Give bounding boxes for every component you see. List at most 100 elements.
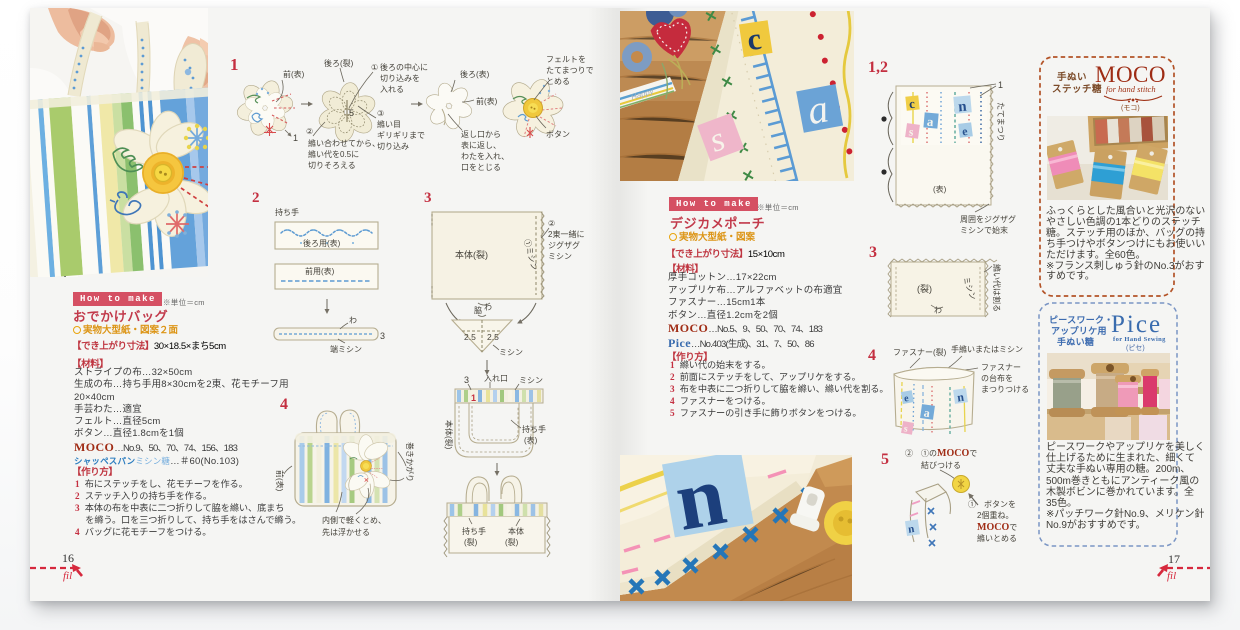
svg-text:n: n (956, 390, 965, 405)
svg-text:アップリケ用: アップリケ用 (1051, 325, 1107, 336)
svg-text:e: e (961, 124, 969, 139)
svg-text:c: c (745, 21, 764, 58)
svg-text:② ①のMOCOで: ② ①のMOCOで (905, 448, 977, 459)
svg-text:s: s (903, 423, 909, 435)
svg-text:ミシン: ミシン (519, 376, 543, 385)
svg-text:結びつける: 結びつける (921, 460, 961, 470)
svg-text:周囲をジグザグ: 周囲をジグザグ (960, 214, 1016, 224)
svg-text:c: c (908, 96, 916, 112)
svg-text:ミシンで始末: ミシンで始末 (960, 225, 1008, 235)
svg-text:5: 5 (881, 451, 889, 468)
svg-text:後ろの中心に: 後ろの中心に (380, 62, 428, 72)
svg-text:(表): (表) (933, 184, 947, 194)
svg-text:ファスナー(裂): ファスナー(裂) (893, 347, 947, 357)
svg-text:2東一緒に: 2東一緒に (548, 229, 584, 239)
svg-text:本体(裂): 本体(裂) (444, 420, 454, 450)
svg-text:1: 1 (998, 80, 1003, 90)
svg-text:内側で軽くとめ、: 内側で軽くとめ、 (322, 515, 386, 525)
svg-text:①: ① (371, 63, 378, 72)
svg-text:3: 3 (380, 331, 385, 341)
svg-text:2.5: 2.5 (464, 332, 476, 342)
svg-text:まつりつける: まつりつける (981, 385, 1029, 394)
svg-text:a: a (926, 114, 934, 130)
svg-text:ジグザグ: ジグザグ (548, 240, 580, 250)
svg-text:for hand stitch: for hand stitch (1106, 84, 1156, 94)
svg-text:手ぬい糖: 手ぬい糖 (1057, 336, 1094, 347)
svg-text:先は浮かせる: 先は浮かせる (322, 527, 370, 537)
svg-text:表に返し、: 表に返し、 (461, 140, 501, 150)
svg-text:1,2: 1,2 (868, 59, 888, 76)
svg-text:ミシン: ミシン (548, 252, 572, 261)
svg-text:2: 2 (252, 190, 260, 206)
svg-text:たてまつり: たてまつり (996, 102, 1005, 142)
svg-text:3: 3 (464, 375, 469, 385)
svg-text:とめる: とめる (546, 77, 570, 86)
svg-text:e: e (903, 393, 910, 405)
svg-text:4: 4 (868, 347, 876, 364)
svg-text:2.5: 2.5 (487, 332, 499, 342)
svg-text:端ミシン: 端ミシン (330, 344, 362, 354)
svg-text:わ: わ (349, 316, 357, 325)
svg-text:巻きかがり: 巻きかがり (405, 442, 415, 482)
svg-text:縧い合わせてから、: 縧い合わせてから、 (308, 138, 380, 148)
svg-text:③: ③ (377, 109, 384, 118)
svg-text:本体: 本体 (508, 526, 524, 536)
svg-text:わ: わ (484, 303, 492, 312)
svg-text:ステッチ糖: ステッチ糖 (1052, 83, 1102, 95)
svg-text:切りそろえる: 切りそろえる (308, 161, 356, 170)
svg-text:返し口から: 返し口から (461, 130, 501, 139)
svg-text:入れる: 入れる (380, 85, 404, 94)
svg-text:MOCOで: MOCOで (977, 522, 1017, 533)
svg-text:Pice: Pice (1111, 311, 1162, 338)
svg-text:持ち手: 持ち手 (275, 207, 299, 217)
svg-text:前(表): 前(表) (476, 96, 498, 106)
svg-text:フェルトを: フェルトを (546, 55, 586, 64)
svg-text:口をとじる: 口をとじる (461, 163, 501, 172)
svg-text:持ち手: 持ち手 (462, 526, 486, 536)
svg-text:たてまつりで: たてまつりで (546, 66, 594, 75)
svg-text:ミシン: ミシン (499, 348, 523, 357)
svg-text:3: 3 (424, 190, 432, 206)
svg-text:②: ② (548, 219, 555, 228)
svg-text:ファスナー: ファスナー (981, 363, 1021, 372)
svg-text:(裂): (裂) (505, 537, 519, 547)
svg-text:(ピセ): (ピセ) (1126, 344, 1145, 352)
svg-text:切り込みを: 切り込みを (380, 74, 420, 83)
svg-text:前(表): 前(表) (283, 69, 305, 79)
svg-text:縧い代を0.5に: 縧い代を0.5に (308, 149, 359, 159)
svg-text:前(表): 前(表) (275, 470, 285, 492)
svg-text:n: n (907, 523, 915, 536)
svg-text:持ち手: 持ち手 (522, 424, 546, 434)
svg-text:3: 3 (869, 244, 877, 261)
svg-text:ギリギリまで: ギリギリまで (377, 131, 425, 140)
svg-text:5: 5 (349, 108, 354, 118)
svg-text:n: n (958, 99, 968, 116)
svg-text:脇: 脇 (474, 306, 482, 315)
svg-text:(モコ): (モコ) (1121, 104, 1140, 112)
svg-text:2個重ね。: 2個重ね。 (977, 510, 1013, 520)
svg-text:前用(表): 前用(表) (305, 266, 335, 276)
svg-text:4: 4 (280, 396, 288, 413)
svg-text:(裂): (裂) (464, 537, 478, 547)
svg-text:縧いとめる: 縧いとめる (977, 533, 1017, 543)
svg-text:1: 1 (293, 133, 298, 143)
svg-text:s: s (908, 125, 915, 140)
svg-text:(表): (表) (524, 435, 538, 445)
svg-text:②: ② (306, 127, 313, 136)
svg-text:縧い代は割る: 縧い代は割る (992, 264, 1002, 312)
svg-text:わ: わ (934, 306, 942, 315)
svg-text:切り込み: 切り込み (377, 142, 409, 151)
svg-text:手ぬい: 手ぬい (1057, 71, 1087, 83)
svg-text:わたを入れ、: わたを入れ、 (461, 152, 509, 161)
svg-text:1: 1 (230, 55, 239, 74)
svg-text:本体(裂): 本体(裂) (455, 249, 488, 260)
svg-text:の台布を: の台布を (981, 373, 1013, 383)
svg-text:後ろ(表): 後ろ(表) (460, 69, 490, 79)
svg-text:① ボタンを: ① ボタンを (968, 500, 1016, 509)
svg-text:縧い目: 縧い目 (377, 119, 401, 129)
svg-text:入れ口: 入れ口 (484, 374, 508, 383)
svg-text:for Hand Sewing: for Hand Sewing (1113, 336, 1166, 343)
svg-text:後ろ用(表): 後ろ用(表) (303, 238, 341, 248)
svg-text:ボタン: ボタン (546, 130, 570, 139)
svg-text:MOCO: MOCO (1095, 62, 1166, 87)
